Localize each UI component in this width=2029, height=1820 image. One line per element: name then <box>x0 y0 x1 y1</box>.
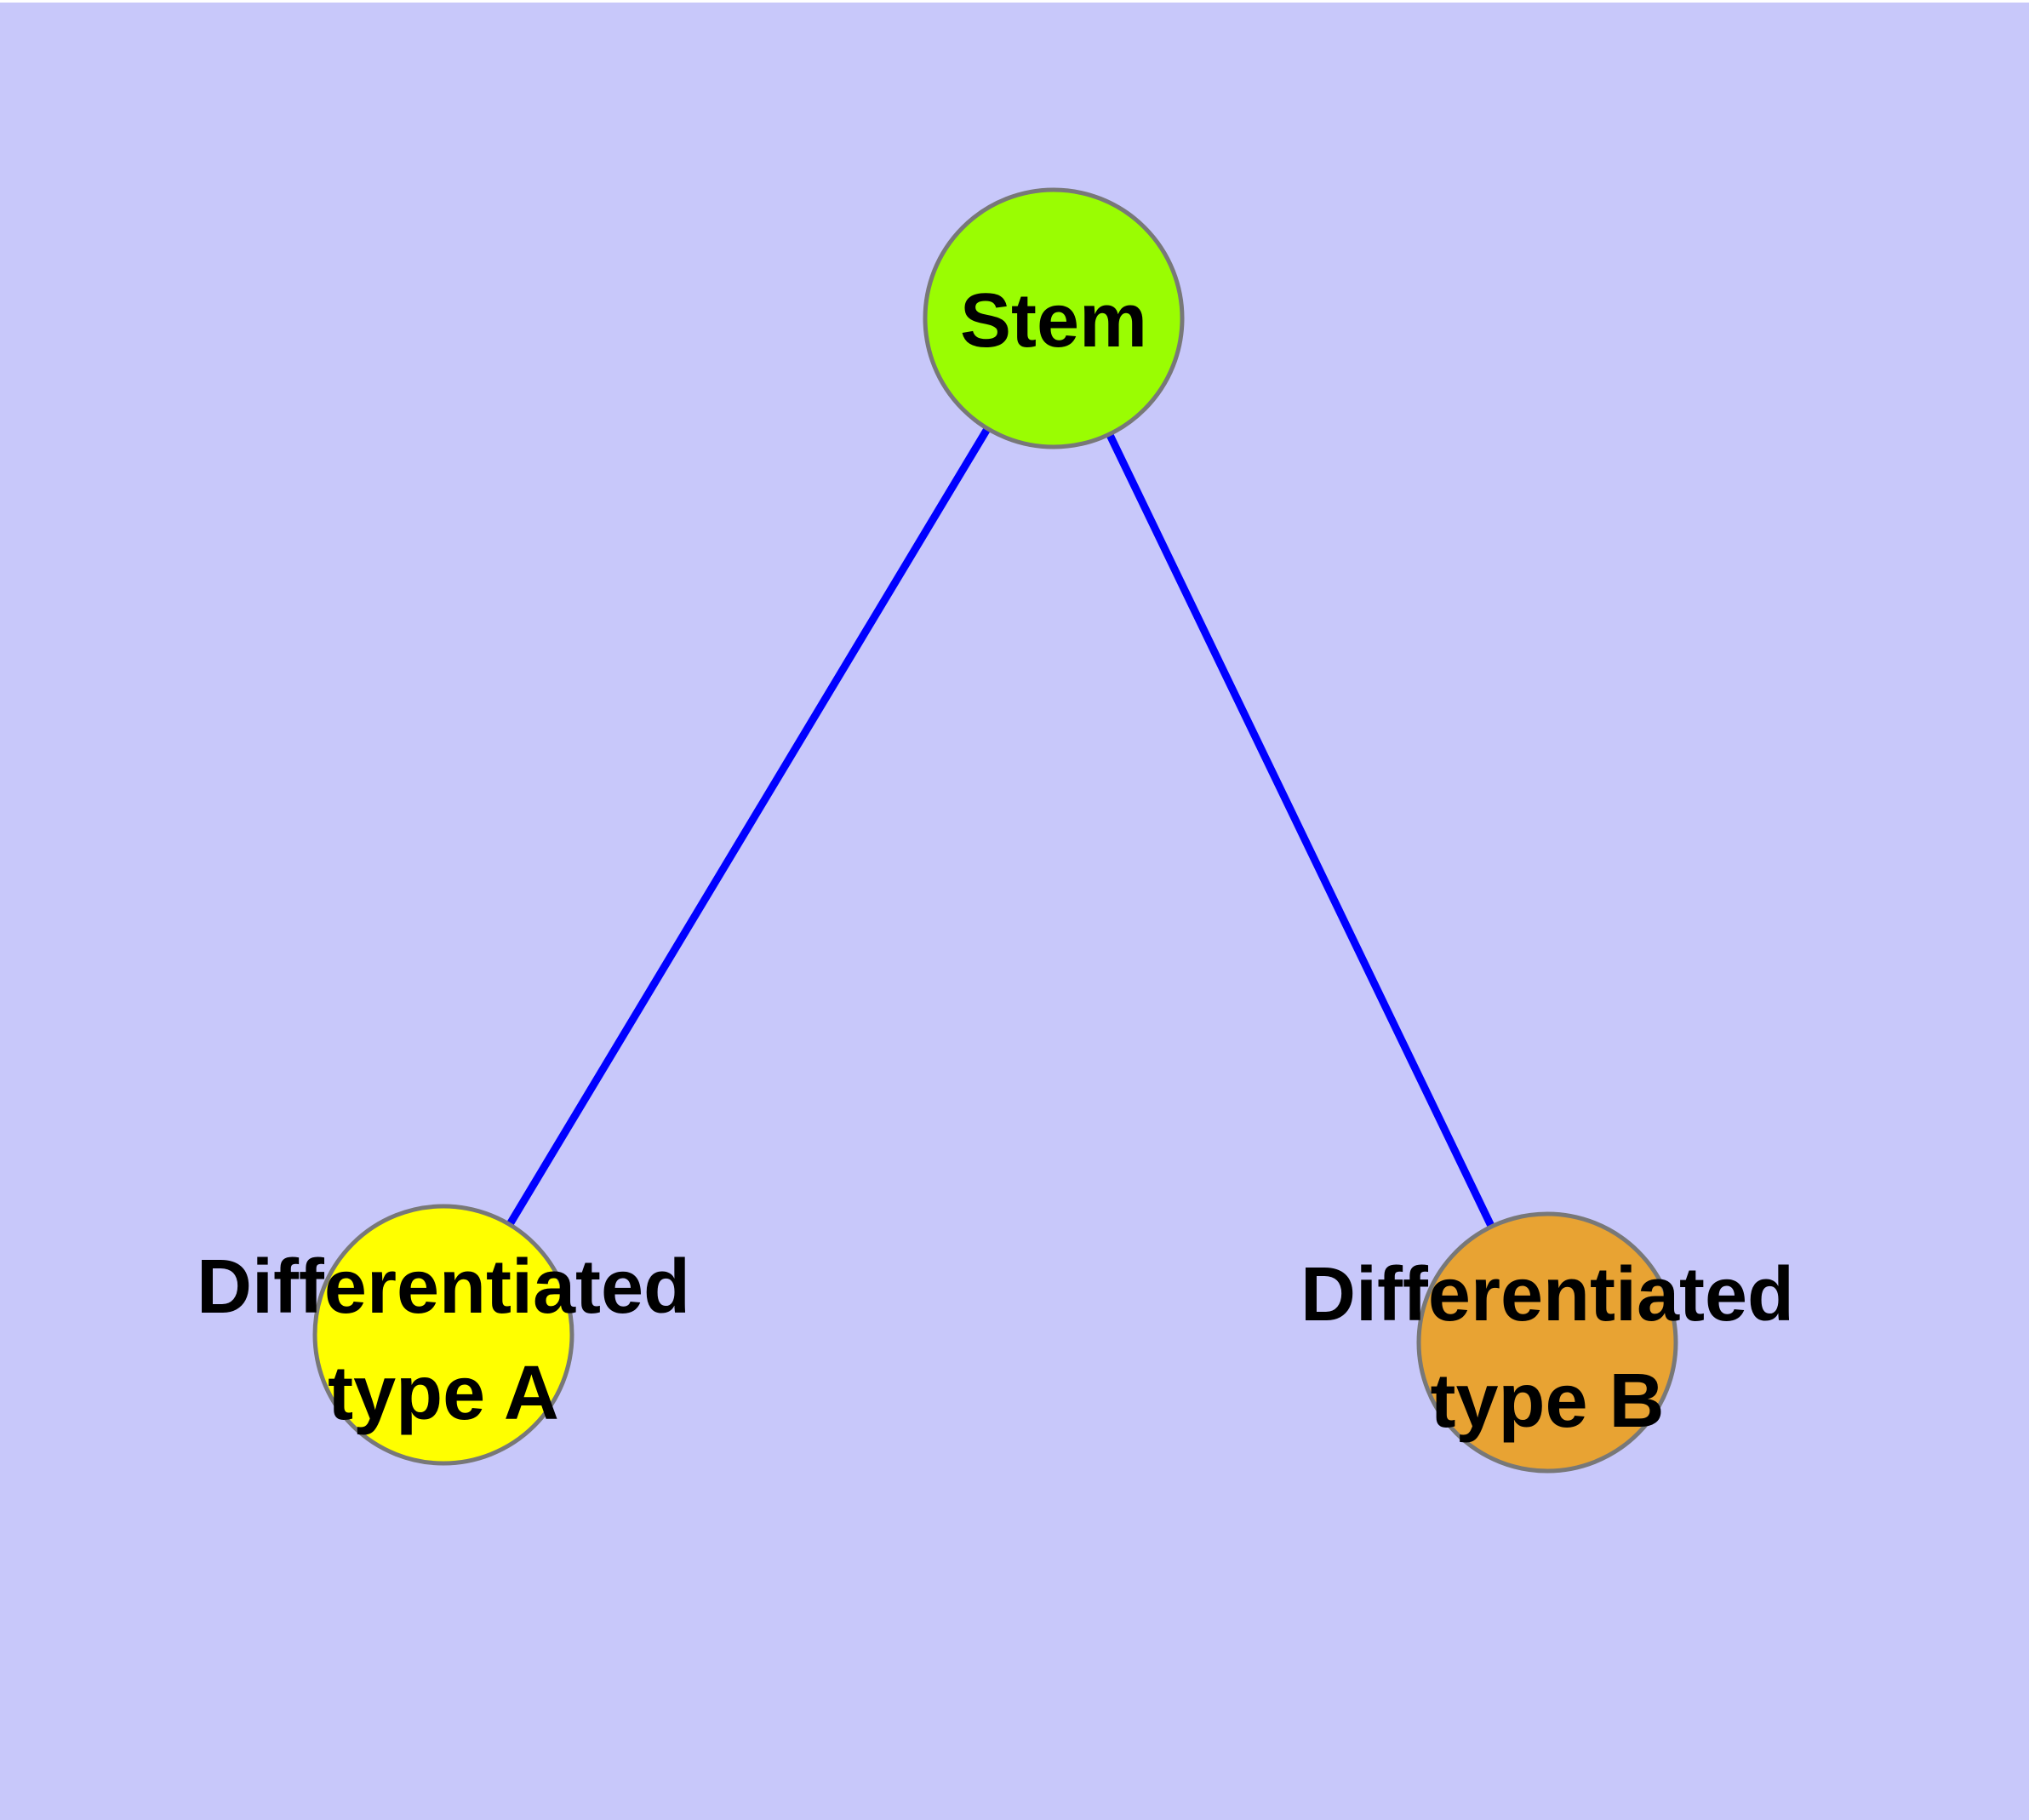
node-stem: Stem <box>923 187 1185 449</box>
node-type-a-circle <box>312 1204 574 1466</box>
node-type-a-label-line2: type A <box>328 1351 559 1436</box>
node-type-b-label-line1: Differentiated <box>1300 1252 1794 1337</box>
edge-stem-to-type-a <box>440 316 1057 1337</box>
node-type-b-label-line2: type B <box>1430 1359 1664 1444</box>
node-stem-label: Stem <box>960 278 1147 363</box>
node-differentiated-type-b: Differentiated type B <box>1300 1211 1794 1474</box>
top-margin-strip <box>0 0 2029 3</box>
node-type-a-label-line1: Differentiated <box>197 1245 690 1330</box>
node-type-b-circle <box>1416 1211 1678 1474</box>
node-stem-circle <box>923 187 1185 449</box>
edge-stem-to-type-b <box>1049 317 1552 1344</box>
node-differentiated-type-a: Differentiated type A <box>197 1204 690 1466</box>
